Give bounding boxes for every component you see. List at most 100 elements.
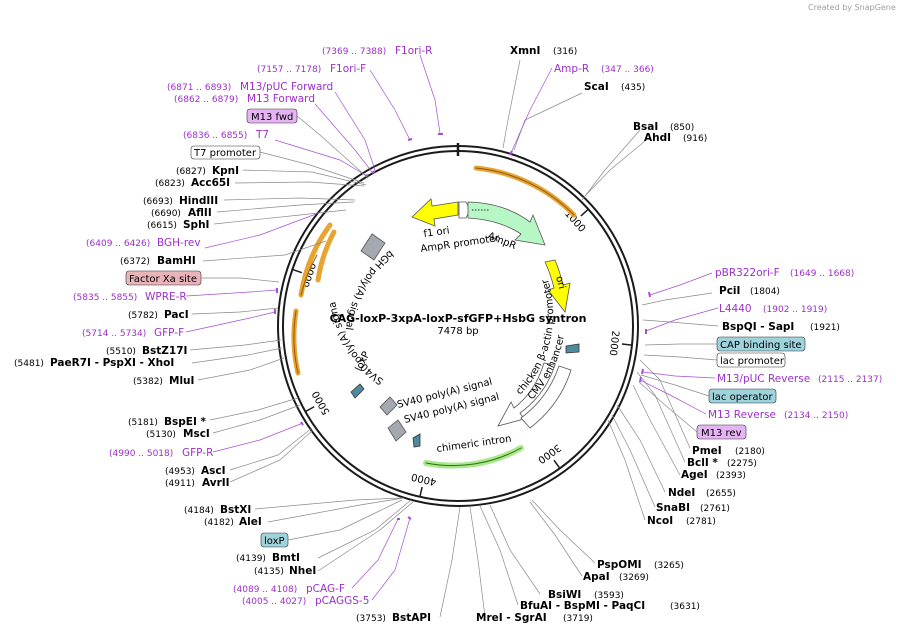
lac-box (565, 343, 580, 354)
box-loxp: loxP (264, 536, 285, 547)
site-apai-pos: (3269) (619, 573, 649, 583)
site-aflii-pos: (6690) (151, 209, 181, 219)
site-bstxi-pos: (4184) (184, 506, 214, 516)
site-mrei-pos: (3719) (563, 614, 593, 624)
site-bsiwi-pos: (3593) (594, 591, 624, 601)
tick-label-2: 3000 (535, 441, 562, 465)
ampr-label: AmpR (486, 231, 518, 252)
site-avrii-name: AvrII (202, 477, 230, 489)
site-bfuai-name: BfuAI - BspMI - PaqCI (520, 600, 645, 612)
primer-pcag-f-pos: (4089 .. 4108) (233, 585, 297, 595)
orange-arcs (291, 165, 577, 469)
site-bcli-name: BclI * (687, 457, 718, 469)
primer-gfp-r-pos: (4990 .. 5018) (109, 449, 173, 459)
site-acc65i-pos: (6823) (155, 179, 185, 189)
site-agei-pos: (2393) (716, 471, 746, 481)
site-scai-name: ScaI (584, 81, 609, 93)
site-pmei-pos: (2180) (735, 447, 765, 457)
site-paci-name: PacI (164, 309, 189, 321)
tick-label-4: 5000 (310, 389, 332, 417)
site-ahdi-pos: (916) (683, 134, 707, 144)
site-snabi-name: SnaBI (656, 502, 690, 514)
tick-label-3: 4000 (410, 471, 437, 487)
features (350, 198, 580, 448)
chicken-promoter-arrow (497, 362, 556, 427)
snapgene-watermark: Created by SnapGene (808, 3, 896, 12)
site-asci-pos: (4953) (165, 467, 195, 477)
primer-m13puc-rev-name: M13/pUC Reverse (717, 373, 810, 385)
plasmid-length: 7478 bp (437, 326, 478, 337)
box-cap: CAP binding site (720, 340, 802, 351)
primer-m13puc-rev-pos: (2115 .. 2137) (818, 375, 882, 385)
site-bmti-name: BmtI (272, 552, 300, 564)
primer-amp-r-name: Amp-R (554, 63, 589, 75)
site-paci-pos: (5782) (128, 311, 158, 321)
tick-mark-2 (553, 459, 561, 469)
primer-amp-r-pos: (347 .. 366) (601, 65, 654, 75)
primer-gfp-r-name: GFP-R (182, 447, 213, 459)
sv40-label-3: SV40 poly(A) signal (0, 0, 386, 386)
box-m13rev: M13 rev (701, 428, 742, 439)
primer-leaders (185, 54, 719, 601)
site-mlui-name: MluI (169, 375, 194, 387)
site-bmti-pos: (4139) (236, 554, 266, 564)
backbone (277, 143, 639, 507)
site-bstapi-pos: (3753) (356, 614, 386, 624)
site-nhei-name: NheI (289, 565, 316, 577)
site-kpni-name: KpnI (212, 165, 239, 177)
tick-mark-3 (419, 486, 423, 497)
ori-arrow (544, 259, 571, 313)
box-t7promoter: T7 promoter (193, 148, 257, 159)
f1-ori-arrow (411, 198, 459, 227)
primer-wpre-r-name: WPRE-R (145, 291, 187, 303)
primer-bgh-rev-pos: (6409 .. 6426) (86, 239, 150, 249)
site-sphi-pos: (6615) (147, 221, 177, 231)
loxp-box-inner-2 (412, 433, 421, 448)
site-acc65i-name: Acc65I (191, 177, 230, 189)
site-kpni-pos: (6827) (176, 167, 206, 177)
primer-m13-rev-name: M13 Reverse (708, 409, 776, 421)
f1-ori-label: f1 ori (423, 225, 450, 240)
primer-pcaggs5-name: pCAGGS-5 (315, 595, 369, 607)
site-alei-name: AleI (239, 516, 262, 528)
site-leaders (189, 59, 719, 618)
site-bamhi-pos: (6372) (120, 257, 150, 267)
site-xhoi-pos: (5481) (14, 359, 44, 369)
primer-f1ori-r-pos: (7369 .. 7388) (322, 47, 386, 57)
site-bamhi-name: BamHI (157, 255, 196, 267)
tick-mark-5 (292, 268, 303, 274)
boxed-labels: M13 fwd T7 promoter Factor Xa site CAP b… (125, 108, 806, 548)
site-bspqi-pos: (1921) (810, 323, 840, 333)
tick-mark-4 (305, 406, 315, 413)
site-sphi-name: SphI (183, 219, 209, 231)
site-ncoi-name: NcoI (647, 515, 673, 527)
bgh-box (360, 233, 386, 261)
chimeric-intron-label: chimeric intron (436, 434, 512, 455)
site-avrii-pos: (4911) (165, 479, 195, 489)
site-scai-pos: (435) (621, 83, 645, 93)
site-bspei-pos: (5181) (128, 418, 158, 428)
ampr-arrow (467, 201, 546, 246)
site-bstz17i-pos: (5510) (106, 347, 136, 357)
primer-marks (274, 133, 651, 520)
site-ncoi-pos: (2781) (686, 517, 716, 527)
site-bstxi-name: BstXI (220, 504, 251, 516)
site-asci-name: AscI (201, 465, 226, 477)
site-mrei-name: MreI - SgrAI (476, 612, 547, 624)
primer-m13-fwd-name: M13 Forward (247, 93, 315, 105)
cmv-enhancer-arrow (520, 365, 572, 429)
primer-m13-rev-pos: (2134 .. 2150) (784, 411, 848, 421)
primer-t7-name: T7 (255, 129, 269, 141)
primer-gfp-f-name: GFP-F (154, 327, 184, 339)
plasmid-name: CAG-loxP-3xpA-loxP-sfGFP+HsbG syntron (330, 312, 587, 325)
site-snabi-pos: (2761) (700, 504, 730, 514)
site-bstapi-name: BstAPI (392, 612, 431, 624)
tick-label-1: 2000 (607, 330, 621, 357)
site-ndei-name: NdeI (668, 487, 695, 499)
site-xhoi-name: PaeR7I - PspXI - XhoI (50, 357, 174, 369)
primer-l4440-name: L4440 (719, 303, 752, 315)
primer-l4440-pos: (1902 .. 1919) (763, 305, 827, 315)
site-pcii-pos: (1804) (750, 287, 780, 297)
site-msci-pos: (5130) (146, 430, 176, 440)
site-ndei-pos: (2655) (706, 489, 736, 499)
